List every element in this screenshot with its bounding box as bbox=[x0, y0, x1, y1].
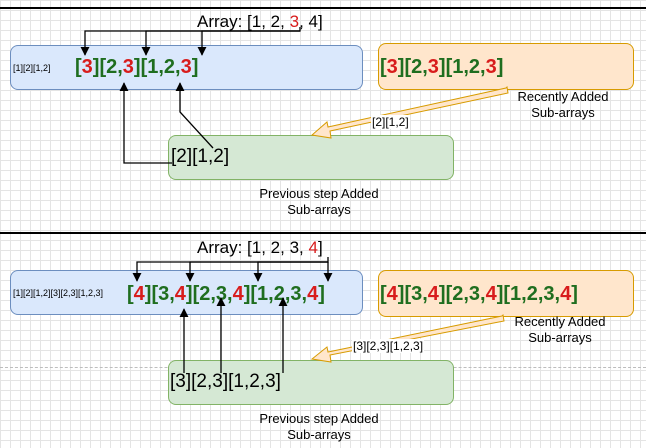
top-new-subarrays: [3][2,3][1,2,3] bbox=[75, 56, 199, 78]
top-recent-subarrays: [3][2,3][1,2,3] bbox=[380, 56, 504, 78]
top-separator bbox=[0, 7, 646, 9]
top-array-title: Array: [1, 2, 3, 4] bbox=[197, 12, 323, 31]
top-distribute-arrows bbox=[80, 27, 301, 56]
bottom-extend-arrows bbox=[179, 297, 288, 373]
top-previous-subarrays: [2][1,2] bbox=[171, 146, 230, 167]
top-carry-arrow bbox=[310, 85, 509, 139]
top-prev-list: [1][2][1,2] bbox=[13, 63, 51, 73]
top-arrow-label: [2][1,2] bbox=[371, 115, 410, 129]
bottom-previous-box[interactable] bbox=[168, 360, 454, 405]
bottom-array-title: Array: [1, 2, 3, 4] bbox=[197, 238, 323, 257]
top-previous-box[interactable] bbox=[168, 135, 454, 180]
bottom-prev-list: [1][2][1,2][3][2,3][1,2,3] bbox=[13, 288, 104, 298]
top-extend-arrows bbox=[119, 82, 214, 164]
bottom-carry-arrow bbox=[310, 313, 505, 363]
bottom-previous-subarrays: [3][2,3][1,2,3] bbox=[170, 371, 281, 392]
bottom-recent-box[interactable] bbox=[378, 270, 634, 317]
bottom-arrow-label: [3][2,3][1,2,3] bbox=[352, 339, 425, 353]
bottom-recent-subarrays: [4][3,4][2,3,4][1,2,3,4] bbox=[380, 283, 578, 305]
top-current-box[interactable] bbox=[10, 45, 363, 90]
middle-separator bbox=[0, 232, 646, 234]
bottom-distribute-arrows bbox=[132, 257, 333, 282]
